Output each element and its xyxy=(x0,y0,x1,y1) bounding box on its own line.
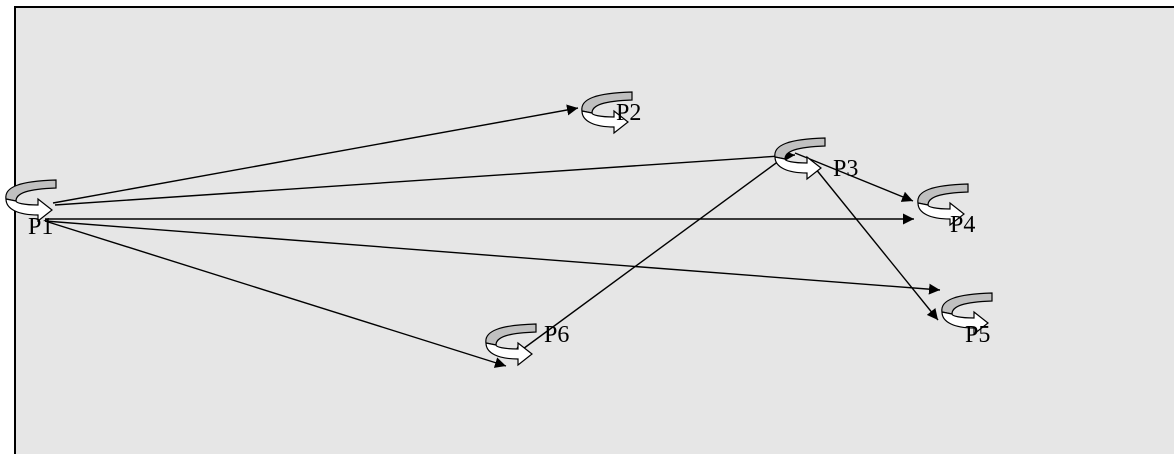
edge-p3-p6 xyxy=(511,154,788,358)
node-p6: P6 xyxy=(485,322,569,366)
node-label-p4: P4 xyxy=(950,212,975,238)
curved-arrow-icon xyxy=(774,137,826,180)
edge-p3-p5 xyxy=(814,167,939,321)
node-label-p2: P2 xyxy=(616,100,641,126)
nodes-group: P1 P2 P3 P4 P5 P6 xyxy=(5,91,993,366)
node-p1: P1 xyxy=(5,179,57,240)
edge-p1-p3 xyxy=(54,150,796,206)
node-p4: P4 xyxy=(917,183,975,238)
edge-p1-p5 xyxy=(44,220,941,295)
node-label-p5: P5 xyxy=(965,322,990,348)
edges-group xyxy=(44,104,941,368)
edge-p1-p6 xyxy=(44,220,507,368)
edge-p1-p2 xyxy=(52,104,579,204)
diagram-panel xyxy=(14,6,1174,454)
node-p2: P2 xyxy=(581,91,641,134)
node-label-p3: P3 xyxy=(833,156,858,182)
node-label-p6: P6 xyxy=(544,322,569,348)
edge-p3-p4 xyxy=(794,152,914,202)
node-p3: P3 xyxy=(774,137,858,182)
node-p5: P5 xyxy=(941,292,993,348)
node-label-p1: P1 xyxy=(28,214,53,240)
